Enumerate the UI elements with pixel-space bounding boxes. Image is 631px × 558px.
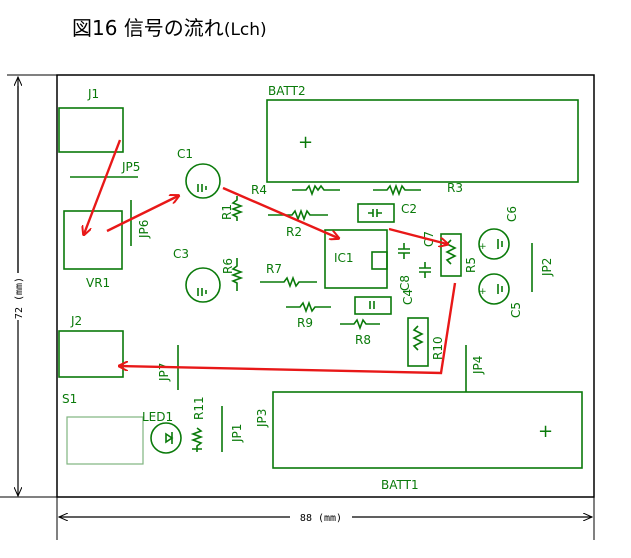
- capacitor-c7: [398, 243, 410, 259]
- label-ic1: IC1: [334, 251, 354, 265]
- batt1-plus: +: [538, 421, 553, 442]
- volume-vr1: [63, 210, 123, 270]
- label-j1: J1: [87, 87, 99, 101]
- resistor-top-left: [292, 184, 340, 197]
- label-r6: R6: [221, 258, 235, 274]
- label-r9: R9: [297, 316, 313, 330]
- width-dimension: 88 (mm): [56, 497, 595, 540]
- figure-number: 図16: [72, 16, 118, 40]
- label-c3: C3: [173, 247, 189, 261]
- label-c4: C4: [401, 289, 415, 305]
- flow-arrow-5: [120, 282, 457, 375]
- board-outline: [56, 74, 595, 498]
- label-jp4: JP4: [471, 356, 485, 375]
- label-jp7: JP7: [157, 363, 171, 382]
- flow-arrow-4: [388, 227, 447, 244]
- flow-arrow-3: [222, 186, 338, 238]
- label-r11: R11: [192, 396, 206, 420]
- component-r8-box: [354, 296, 392, 315]
- resistor-r6: [230, 258, 244, 291]
- label-r7: R7: [266, 262, 282, 276]
- connector-j2: [58, 330, 124, 378]
- label-r1: R1: [220, 204, 234, 220]
- label-r10: R10: [431, 336, 445, 360]
- svg-text:+: +: [479, 287, 487, 297]
- label-c1: C1: [177, 147, 193, 161]
- label-led1: LED1: [142, 410, 173, 424]
- flow-arrow-1: [84, 139, 122, 234]
- figure-title: 図16 信号の流れ(Lch): [72, 12, 267, 41]
- resistor-r2: [268, 208, 328, 222]
- label-jp3: JP3: [255, 409, 269, 428]
- svg-text:+: +: [479, 242, 487, 252]
- label-r5: R5: [464, 257, 478, 273]
- resistor-r10: [407, 317, 429, 367]
- capacitor-c1: [185, 163, 221, 199]
- label-jp1: JP1: [230, 424, 244, 443]
- label-jp6: JP6: [137, 220, 151, 239]
- label-jp2: JP2: [540, 258, 554, 277]
- label-s1: S1: [62, 392, 77, 406]
- batt2-plus: +: [298, 132, 313, 153]
- capacitor-c3: [185, 267, 221, 303]
- flow-arrow-2: [106, 196, 178, 233]
- label-jp5: JP5: [121, 160, 140, 174]
- label-c6: C6: [505, 206, 519, 222]
- label-c2: C2: [401, 202, 417, 216]
- switch-s1: [66, 416, 144, 465]
- figure-caption: 信号の流れ: [123, 16, 224, 40]
- signal-flow: [84, 139, 457, 375]
- capacitor-c8: [419, 262, 431, 278]
- resistor-r9: [286, 300, 331, 314]
- label-c5: C5: [509, 302, 523, 318]
- connector-j1: [58, 107, 124, 153]
- capacitor-c5: [478, 273, 510, 305]
- label-c8: C8: [398, 275, 412, 291]
- label-r2: R2: [286, 225, 302, 239]
- label-batt2: BATT2: [268, 84, 306, 98]
- resistor-r3: [373, 183, 421, 197]
- label-batt1: BATT1: [381, 478, 419, 492]
- label-j2: J2: [70, 314, 82, 328]
- figure-channel: (Lch): [223, 20, 267, 40]
- resistor-r1: [230, 196, 244, 221]
- resistor-r8: [340, 318, 380, 331]
- label-r8: R8: [355, 333, 371, 347]
- height-dimension: 72 (mm): [0, 74, 57, 498]
- capacitor-c6: [478, 228, 510, 260]
- capacitor-c2: [357, 203, 395, 223]
- label-r3: R3: [447, 181, 463, 195]
- width-label: 88 (mm): [300, 513, 342, 524]
- battery-batt2: [266, 99, 579, 183]
- label-r4: R4: [251, 183, 267, 197]
- resistor-r11: [190, 427, 204, 452]
- battery-batt1: [272, 391, 583, 469]
- resistor-r7: [260, 275, 317, 289]
- resistor-r5: [440, 233, 462, 277]
- led-led1: [150, 422, 182, 454]
- label-vr1: VR1: [86, 276, 110, 290]
- height-label: 72 (mm): [14, 277, 25, 319]
